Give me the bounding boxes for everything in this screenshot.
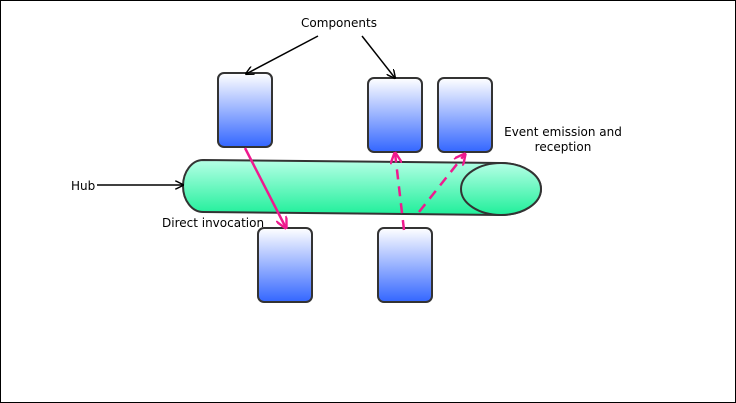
components-arrow-right xyxy=(361,35,395,78)
event-arrow-to-top-middle xyxy=(395,153,406,231)
direct-invocation-label: Direct invocation xyxy=(162,216,264,230)
event-emission-label-line1: Event emission and xyxy=(504,125,622,139)
event-emission-label-line2: reception xyxy=(535,140,592,154)
component-top-middle xyxy=(367,77,423,153)
event-arrow-to-top-right xyxy=(418,154,465,213)
components-label: Components xyxy=(301,16,377,30)
hub-label: Hub xyxy=(71,179,95,193)
component-bottom-middle xyxy=(377,227,433,303)
direct-invocation-arrow xyxy=(243,147,286,228)
component-bottom-left xyxy=(257,227,313,303)
component-top-left xyxy=(217,72,273,148)
component-top-right xyxy=(437,77,493,153)
hub-bus xyxy=(182,158,542,217)
components-arrow-left xyxy=(246,35,319,74)
hub-end-cap xyxy=(460,162,542,216)
